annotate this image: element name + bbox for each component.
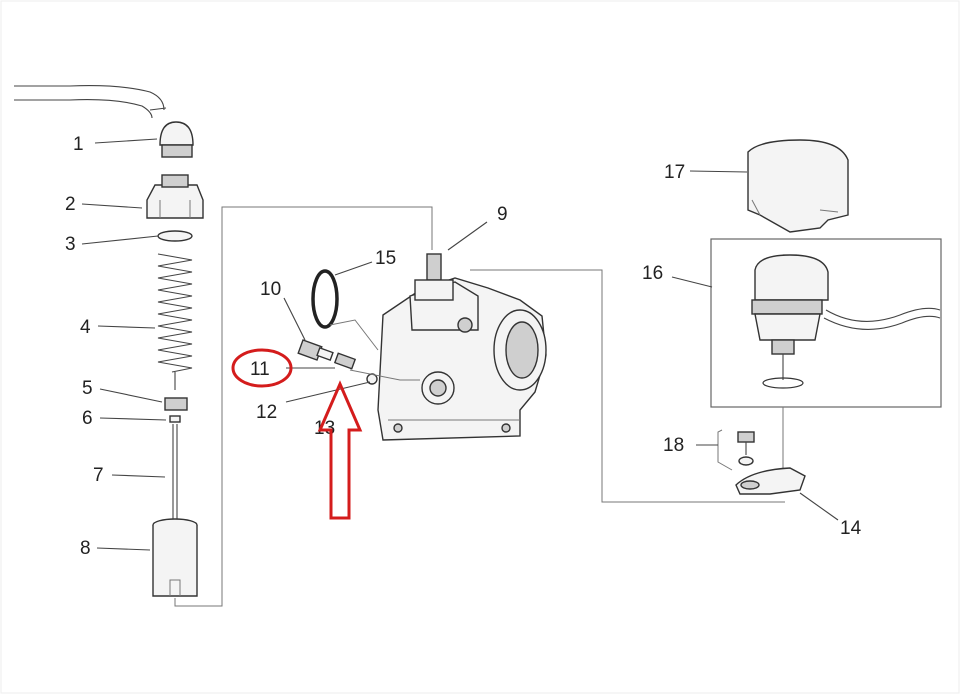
connector-right [470, 269, 785, 503]
label-8: 8 [80, 538, 91, 559]
connector-slide [174, 206, 433, 607]
leader-lines [81, 138, 839, 551]
label-16: 16 [642, 263, 663, 284]
label-7: 7 [93, 465, 104, 486]
connector-15 [329, 319, 379, 351]
part-3-oring [157, 230, 193, 242]
part-2-nut [146, 174, 204, 219]
part-9-carburetor-body [377, 253, 547, 441]
label-3: 3 [65, 234, 76, 255]
label-4: 4 [80, 317, 91, 338]
label-6: 6 [82, 408, 93, 429]
part-8-slide [152, 518, 198, 597]
part-16-box [710, 238, 942, 408]
label-18: 18 [663, 435, 684, 456]
red-arrow [317, 380, 363, 520]
label-15: 15 [375, 248, 396, 269]
label-9: 9 [497, 204, 508, 225]
part-5-clip [164, 397, 188, 411]
part-11-jet [333, 352, 357, 370]
part-1-cap [159, 121, 194, 158]
part-7-needle [172, 424, 178, 520]
label-12: 12 [256, 402, 277, 423]
highlight-circle-11 [231, 348, 293, 388]
label-11: 11 [250, 359, 270, 380]
label-1: 1 [73, 134, 84, 155]
label-10: 10 [260, 279, 281, 300]
label-2: 2 [65, 194, 76, 215]
label-14: 14 [840, 518, 862, 539]
part-14-clamp [735, 467, 806, 495]
part-16-solenoid [751, 254, 941, 389]
throttle-cable [14, 85, 167, 119]
label-5: 5 [82, 378, 93, 399]
part-6-washer [169, 415, 181, 423]
part-18-screw [737, 431, 755, 466]
bracket-18 [717, 429, 733, 471]
connector-jets [349, 369, 420, 381]
label-17: 17 [664, 162, 685, 183]
part-4-spring [157, 253, 193, 390]
part-17-cover [747, 139, 849, 233]
part-15-oring [311, 269, 339, 329]
part-10-jet [297, 339, 334, 362]
